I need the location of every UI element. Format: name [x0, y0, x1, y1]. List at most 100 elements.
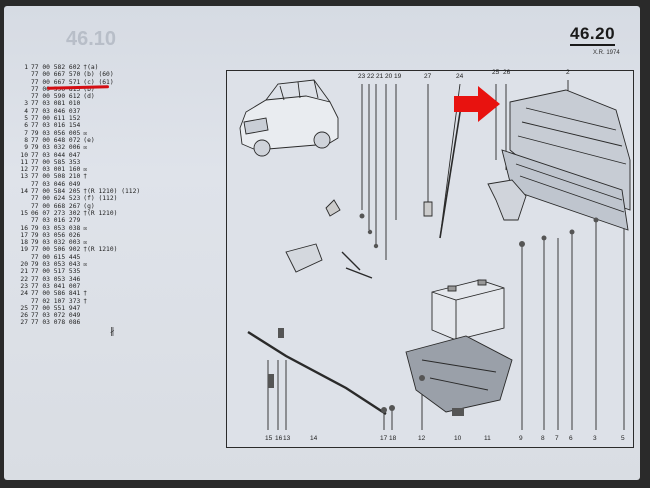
part-reference: [16, 181, 28, 188]
callout-leaders: [267, 80, 625, 430]
svg-text:12: 12: [418, 435, 426, 442]
part-number: 77 00 648 072: [31, 136, 81, 144]
part-number: 79 03 053 038: [31, 224, 81, 232]
part-reference: 25: [20, 304, 28, 312]
part-number: 79 03 056 026: [31, 231, 81, 239]
part-note: (b) (60): [83, 71, 114, 79]
svg-text:19: 19: [394, 73, 402, 80]
part-note: (f) (112): [83, 195, 118, 203]
part-reference: [16, 93, 28, 100]
part-reference: 13: [20, 173, 28, 181]
parts-list-row: 77 00 624 523(f) (112): [16, 195, 216, 202]
part-number: 77 00 611 152: [31, 115, 81, 123]
part-note: †: [83, 297, 88, 305]
svg-text:7: 7: [555, 435, 559, 442]
part-number: 77 00 667 571: [31, 78, 81, 86]
svg-text:10: 10: [454, 435, 462, 442]
parts-list-row: 77 00 590 813(b): [16, 86, 216, 93]
battery-tray: [405, 335, 513, 413]
part-reference: [16, 298, 28, 305]
part-reference: 15: [20, 209, 28, 217]
svg-text:18: 18: [389, 435, 397, 442]
red-arrow-icon: [454, 86, 500, 122]
svg-text:24: 24: [456, 73, 464, 80]
svg-text:22: 22: [367, 73, 375, 80]
part-number: 77 00 586 841: [31, 290, 81, 298]
svg-text:11: 11: [484, 435, 491, 442]
part-reference: 1: [24, 64, 28, 71]
part-number: 77 03 001 160: [31, 166, 81, 174]
part-reference: [16, 71, 28, 78]
svg-text:20: 20: [385, 73, 393, 80]
part-note: (d): [83, 93, 95, 101]
part-reference: [16, 79, 28, 86]
part-number: 06 07 273 302: [31, 209, 81, 217]
part-number: 77 00 508 210: [31, 173, 81, 181]
part-reference: 24: [20, 290, 28, 298]
hood-prop-rod: [439, 99, 463, 239]
exploded-parts-diagram: 23 22 21 20 19 27 24 25 26 2 15 16 13 14…: [239, 69, 631, 442]
page-subtitle: X.R. 1974: [593, 50, 620, 56]
part-reference: 27: [20, 319, 28, 327]
svg-text:6: 6: [569, 435, 573, 442]
part-number: 77 03 046 037: [31, 107, 81, 115]
part-number: 77 03 072 049: [31, 312, 81, 320]
car-illustration: [239, 79, 339, 157]
part-reference: 18: [20, 239, 28, 247]
part-reference: 14: [20, 188, 28, 196]
part-number: 77 03 041 007: [31, 282, 81, 290]
part-reference: [16, 254, 28, 261]
bracket: [487, 179, 527, 221]
parts-list-row: 77 03 046 049: [16, 181, 216, 188]
part-number: 77 00 585 353: [31, 158, 81, 166]
svg-text:2: 2: [566, 69, 570, 76]
svg-text:17: 17: [380, 435, 388, 442]
callout-numbers: 23 22 21 20 19 27 24 25 26 2 15 16 13 14…: [265, 69, 625, 442]
part-number: 77 00 582 602: [31, 64, 81, 71]
part-note: †(R 1210): [83, 209, 118, 217]
bolts: [268, 213, 599, 416]
part-note: †(a): [83, 64, 99, 71]
part-number: 79 03 032 006: [31, 144, 81, 152]
parts-list-row: 77 00 667 570(b) (60): [16, 71, 216, 78]
part-reference: 6: [24, 122, 28, 130]
svg-text:25: 25: [492, 69, 500, 76]
part-note: ☒: [83, 224, 88, 232]
svg-text:27: 27: [424, 73, 432, 80]
part-number: 79 03 056 005: [31, 129, 81, 137]
part-note: †: [83, 173, 88, 181]
part-number: 77 02 107 373: [31, 297, 81, 305]
part-reference: 5: [24, 115, 28, 123]
part-number: 77 00 624 523: [31, 195, 81, 203]
part-note: ☒: [83, 166, 88, 174]
part-reference: 10: [20, 151, 28, 159]
part-number: 77 00 517 535: [31, 268, 81, 276]
part-reference: 19: [20, 246, 28, 254]
part-reference: 16: [20, 224, 28, 232]
bleed-through-title: 46.10: [66, 28, 117, 50]
part-reference: 17: [20, 231, 28, 239]
parts-list-row: 77 00 668 267(g): [16, 203, 216, 210]
part-reference: 4: [24, 107, 28, 115]
part-number: 77 00 615 445: [31, 253, 81, 261]
svg-text:13: 13: [283, 435, 291, 442]
page-number: 46.20: [570, 24, 616, 46]
